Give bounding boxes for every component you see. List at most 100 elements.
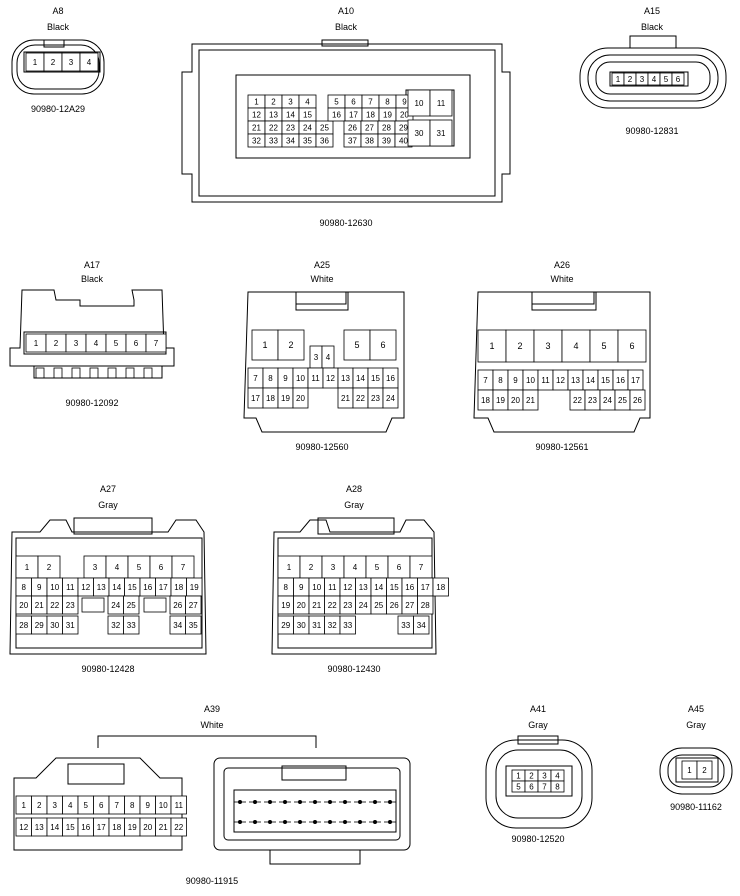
part-number: 90980-12430: [327, 664, 380, 674]
pin-number: 21: [35, 601, 44, 610]
pin-number: 18: [174, 583, 183, 592]
pin-number: 13: [341, 374, 350, 383]
pin-number: 4: [115, 563, 120, 572]
pin-number: 12: [19, 823, 28, 832]
pin-number: 7: [115, 801, 120, 810]
pin-number: 5: [354, 340, 359, 350]
pin-number: 20: [296, 394, 305, 403]
pin-number: 10: [159, 801, 168, 810]
pin-cell: [170, 795, 187, 815]
pin-cell: [629, 389, 646, 411]
pin-number: 33: [269, 136, 278, 145]
pin-number: 7: [542, 782, 547, 791]
terminal-dot: [388, 820, 392, 824]
connector-color: Black: [47, 22, 70, 32]
pin-number: 2: [702, 766, 707, 775]
pin-number: 5: [84, 801, 89, 810]
pin-number: 19: [383, 110, 392, 119]
pin-number: 21: [159, 823, 168, 832]
pin-number: 28: [19, 621, 28, 630]
pin-cell: [417, 595, 434, 615]
pin-number: 2: [271, 97, 276, 106]
pin-number: 9: [146, 801, 151, 810]
pin-number: 15: [303, 110, 312, 119]
pin-number: 4: [326, 353, 331, 362]
pin-number: 26: [633, 396, 642, 405]
terminal-dot: [373, 800, 377, 804]
pin-number: 7: [483, 376, 488, 385]
pin-number: 30: [415, 129, 424, 138]
connector-color: Gray: [344, 500, 364, 510]
terminal-dot: [388, 800, 392, 804]
pin-number: 35: [189, 621, 198, 630]
pin-number: 18: [266, 394, 275, 403]
pin-number: 13: [269, 110, 278, 119]
pin-number: 5: [137, 563, 142, 572]
pin-number: 8: [498, 376, 503, 385]
pin-number: 4: [305, 97, 310, 106]
pin-cell: [429, 89, 453, 117]
terminal-dot: [238, 800, 242, 804]
pin-cell: [123, 595, 140, 615]
pin-number: 5: [601, 341, 606, 351]
connector-color: Black: [641, 22, 664, 32]
pin-number: 3: [545, 341, 550, 351]
pin-number: 1: [254, 97, 259, 106]
pin-number: 11: [541, 376, 550, 385]
part-number: 90980-11162: [670, 802, 722, 812]
pin-number: 23: [286, 123, 295, 132]
terminal-dot: [328, 800, 332, 804]
terminal-dot: [313, 800, 317, 804]
pin-number: 3: [331, 563, 336, 572]
pin-cell: [339, 615, 356, 635]
pin-number: 16: [405, 583, 414, 592]
pin-number: 25: [127, 601, 136, 610]
connector-id: A27: [100, 484, 116, 494]
pin-number: 22: [328, 601, 337, 610]
pin-number: 5: [375, 563, 380, 572]
pin-number: 4: [555, 771, 560, 780]
pin-cell: [185, 595, 202, 615]
pin-number: 13: [35, 823, 44, 832]
pin-number: 18: [481, 396, 490, 405]
cavity-blank: [81, 597, 105, 613]
pin-cell: [62, 615, 79, 635]
terminal-slot: [125, 367, 135, 379]
pin-number: 28: [382, 123, 391, 132]
pin-number: 13: [97, 583, 106, 592]
pin-number: 30: [297, 621, 306, 630]
pin-number: 24: [111, 601, 120, 610]
pin-number: 7: [419, 563, 424, 572]
pin-cell: [170, 817, 187, 837]
terminal-dot: [268, 800, 272, 804]
pin-number: 21: [312, 601, 321, 610]
pin-number: 25: [374, 601, 383, 610]
pin-number: 21: [341, 394, 350, 403]
pin-cell: [617, 329, 647, 363]
pin-number: 16: [386, 374, 395, 383]
connector-id: A26: [554, 260, 570, 270]
terminal-dot: [373, 820, 377, 824]
pin-number: 1: [489, 341, 494, 351]
pin-number: 24: [386, 394, 395, 403]
pin-number: 10: [415, 99, 424, 108]
pin-number: 3: [74, 339, 79, 348]
pin-number: 6: [676, 75, 681, 84]
pin-number: 16: [616, 376, 625, 385]
pin-cell: [185, 615, 202, 635]
pin-number: 3: [288, 97, 293, 106]
pin-number: 19: [496, 396, 505, 405]
pin-number: 15: [128, 583, 137, 592]
pin-number: 19: [190, 583, 199, 592]
pin-cell: [671, 72, 685, 86]
pin-number: 8: [268, 374, 273, 383]
pin-number: 28: [421, 601, 430, 610]
terminal-dot: [358, 820, 362, 824]
terminal-dot: [238, 820, 242, 824]
pin-number: 3: [542, 771, 547, 780]
pin-number: 6: [397, 563, 402, 572]
pin-number: 20: [19, 601, 28, 610]
pin-number: 10: [526, 376, 535, 385]
pin-cell: [413, 615, 430, 635]
pin-cell: [696, 760, 713, 780]
